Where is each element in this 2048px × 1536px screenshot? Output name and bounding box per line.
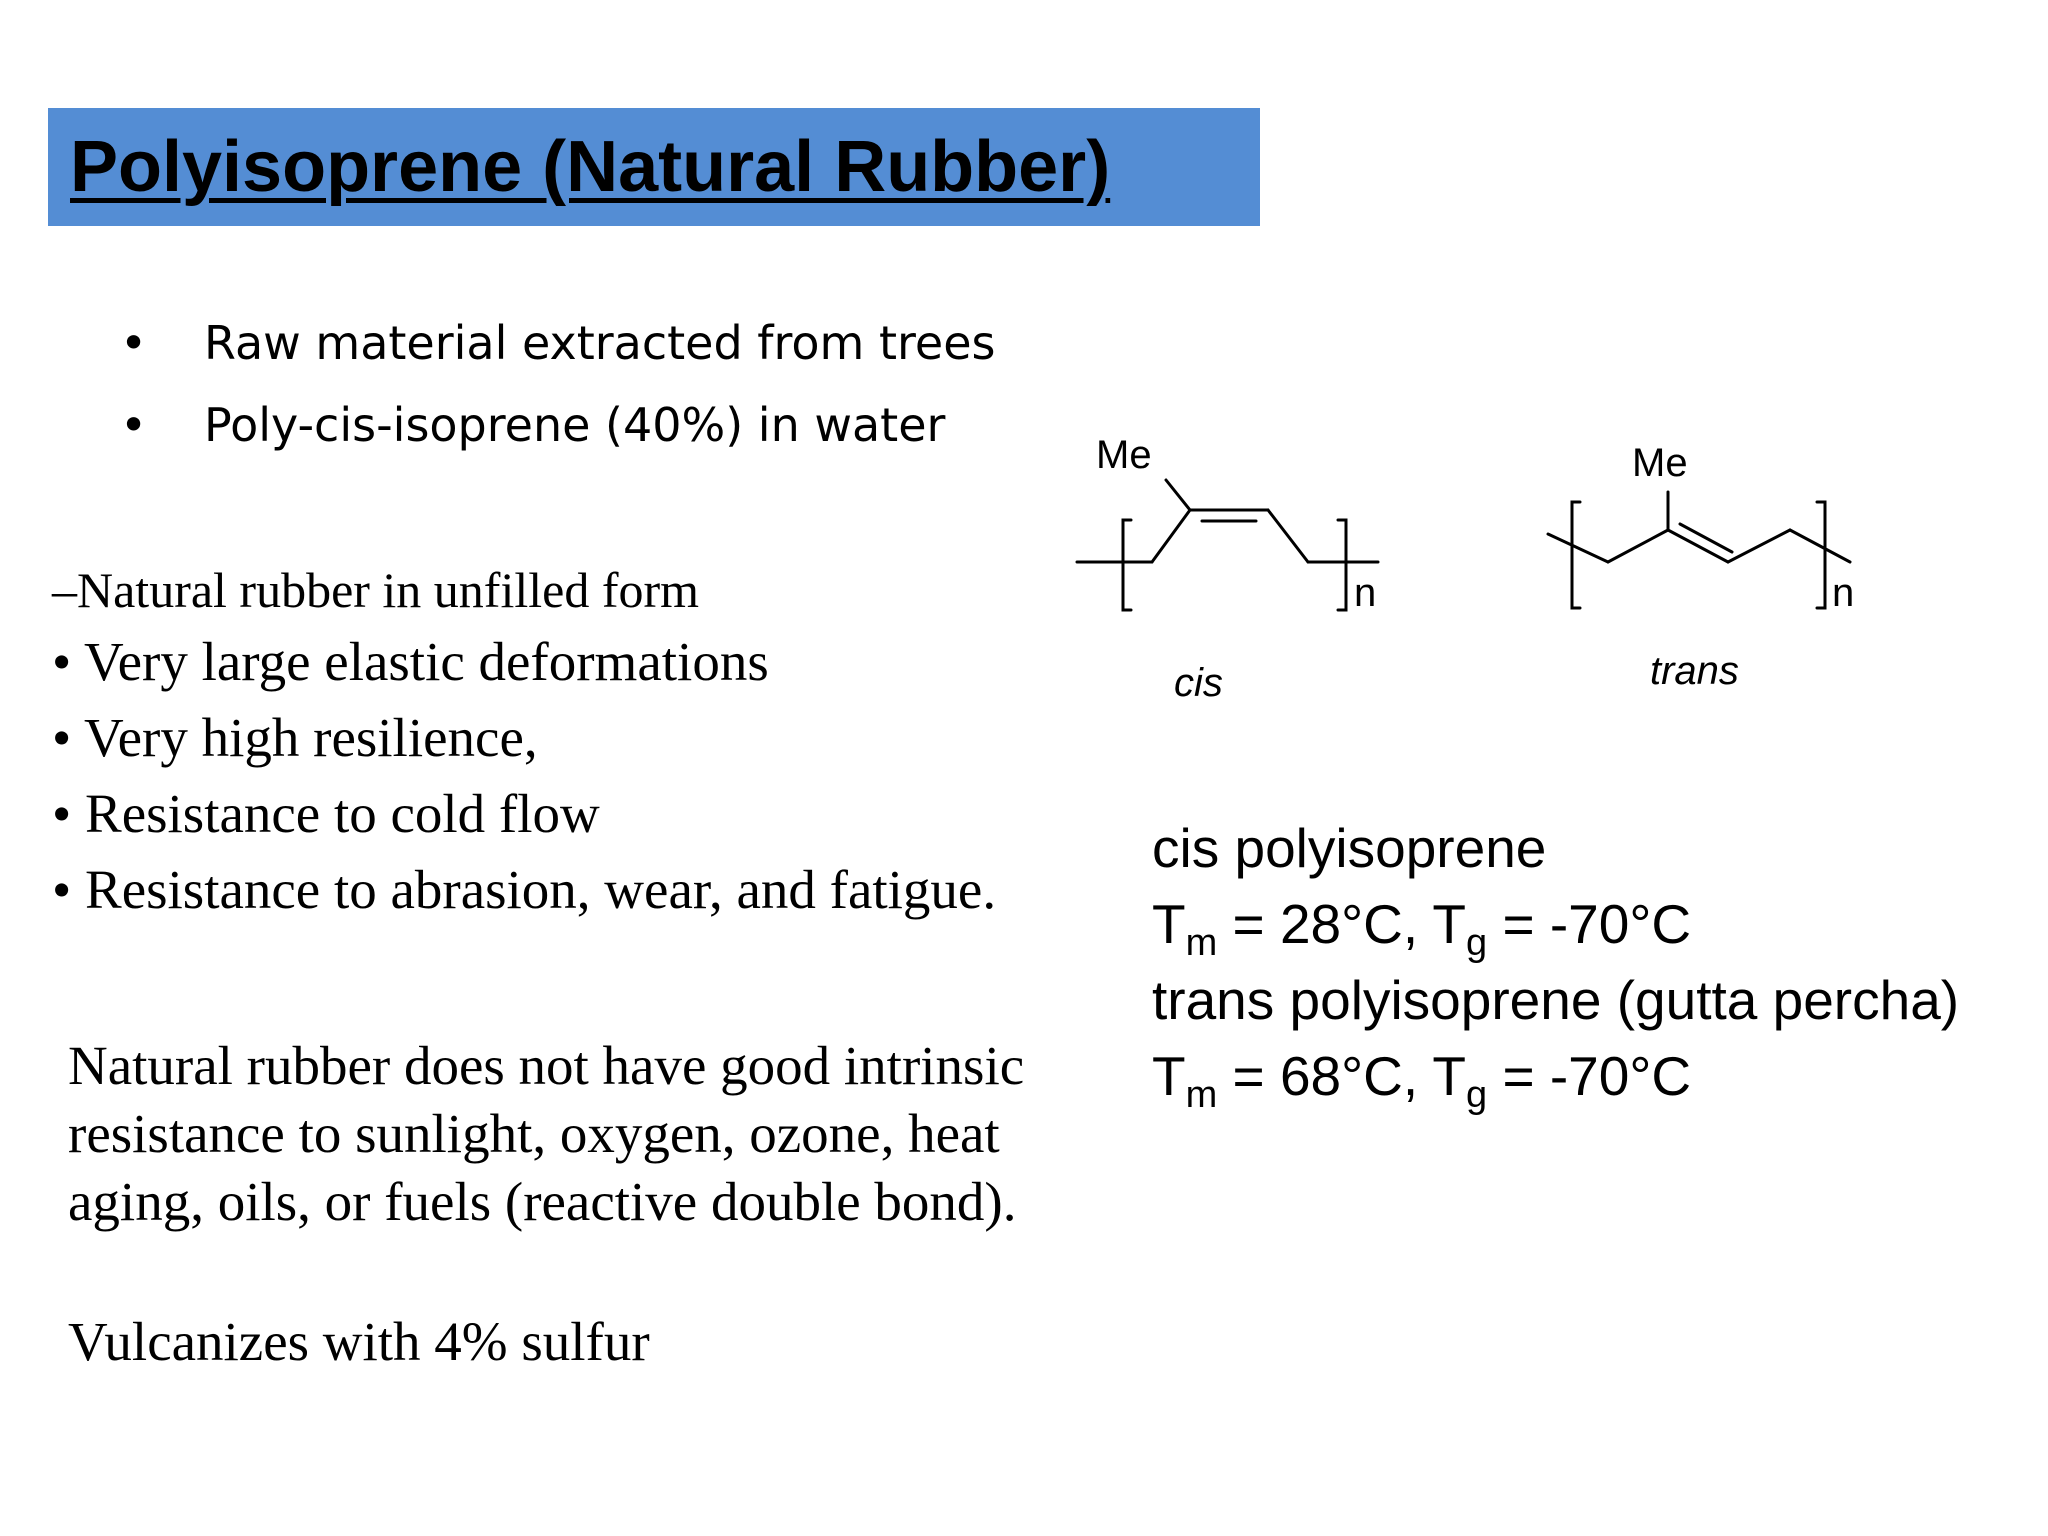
trans-repeat-subscript: n: [1832, 571, 1854, 615]
cis-label: cis: [1174, 661, 1223, 705]
intro-bullet-item: • Poly-cis-isoprene (40%) in water: [120, 384, 995, 466]
cis-tg-value: = -70°C: [1502, 893, 1692, 955]
intro-bullet-list: • Raw material extracted from trees • Poly…: [120, 302, 995, 466]
tg-subscript: g: [1466, 1074, 1488, 1116]
trans-tm-value: = 68°C, T: [1232, 1045, 1467, 1107]
unfilled-property-item: • Very high resilience,: [52, 707, 538, 768]
tm-symbol: T: [1152, 893, 1186, 955]
intro-bullet-text: Raw material extracted from trees: [204, 316, 996, 370]
tm-symbol: T: [1152, 1045, 1186, 1107]
cis-repeat-subscript: n: [1354, 571, 1376, 615]
tm-subscript: m: [1185, 1074, 1218, 1116]
trans-chain-bond: [1606, 528, 1670, 564]
cis-chain-bond: [1266, 508, 1310, 564]
trans-right-bracket: [1815, 500, 1827, 610]
unfilled-property-item: • Resistance to abrasion, wear, and fati…: [52, 859, 997, 920]
trans-double-bond-inner: [1678, 522, 1734, 554]
trans-methyl-label: Me: [1632, 441, 1688, 485]
resistance-line: Natural rubber does not have good intrin…: [68, 1035, 1025, 1096]
tm-subscript: m: [1185, 922, 1218, 964]
bullet-marker: •: [120, 316, 148, 370]
thermal-properties: cis polyisoprene Tm = 28°C, Tg = -70°C t…: [1152, 810, 1959, 1114]
isoprene-structures-diagram: Me n cis Me n trans: [1075, 433, 1854, 705]
trans-double-bond: [1666, 528, 1730, 564]
cis-left-bracket: [1121, 518, 1133, 612]
slide-title: Polyisoprene (Natural Rubber): [70, 127, 1111, 207]
trans-polyisoprene-heading: trans polyisoprene (gutta percha): [1152, 969, 1960, 1031]
cis-polyisoprene-heading: cis polyisoprene: [1152, 817, 1547, 879]
intro-bullet-item: • Raw material extracted from trees: [120, 302, 995, 384]
resistance-line: aging, oils, or fuels (reactive double b…: [68, 1171, 1017, 1232]
trans-left-bracket: [1570, 500, 1582, 610]
cis-chain-bond: [1150, 508, 1192, 564]
intro-bullet-text: Poly-cis-isoprene (40%) in water: [204, 398, 946, 452]
cis-right-bracket: [1336, 518, 1348, 612]
cis-methyl-label: Me: [1096, 433, 1152, 477]
bullet-marker: •: [120, 398, 148, 452]
resistance-line: resistance to sunlight, oxygen, ozone, h…: [68, 1103, 1000, 1164]
trans-left-bond: [1546, 532, 1610, 564]
vulcanization-note: Vulcanizes with 4% sulfur: [68, 1311, 650, 1372]
title-banner: [48, 108, 1260, 226]
unfilled-property-list: • Very large elastic deformations • Very…: [52, 624, 996, 928]
cis-methyl-bond: [1164, 478, 1192, 512]
tg-subscript: g: [1466, 922, 1488, 964]
unfilled-heading: –Natural rubber in unfilled form: [52, 562, 700, 618]
unfilled-property-item: • Resistance to cold flow: [52, 783, 600, 844]
resistance-paragraph: Natural rubber does not have good intrin…: [68, 1032, 1024, 1236]
cis-structure: [1075, 478, 1380, 612]
trans-tg-value: = -70°C: [1502, 1045, 1692, 1107]
trans-label: trans: [1650, 649, 1739, 693]
cis-tm-value: = 28°C, T: [1232, 893, 1467, 955]
trans-structure: [1546, 490, 1852, 610]
cis-transition-temperatures: Tm = 28°C, Tg = -70°C: [1152, 886, 1959, 962]
unfilled-property-item: • Very large elastic deformations: [52, 631, 769, 692]
trans-transition-temperatures: Tm = 68°C, Tg = -70°C: [1152, 1038, 1959, 1114]
trans-right-bond: [1788, 528, 1852, 564]
trans-chain-bond: [1726, 528, 1792, 564]
